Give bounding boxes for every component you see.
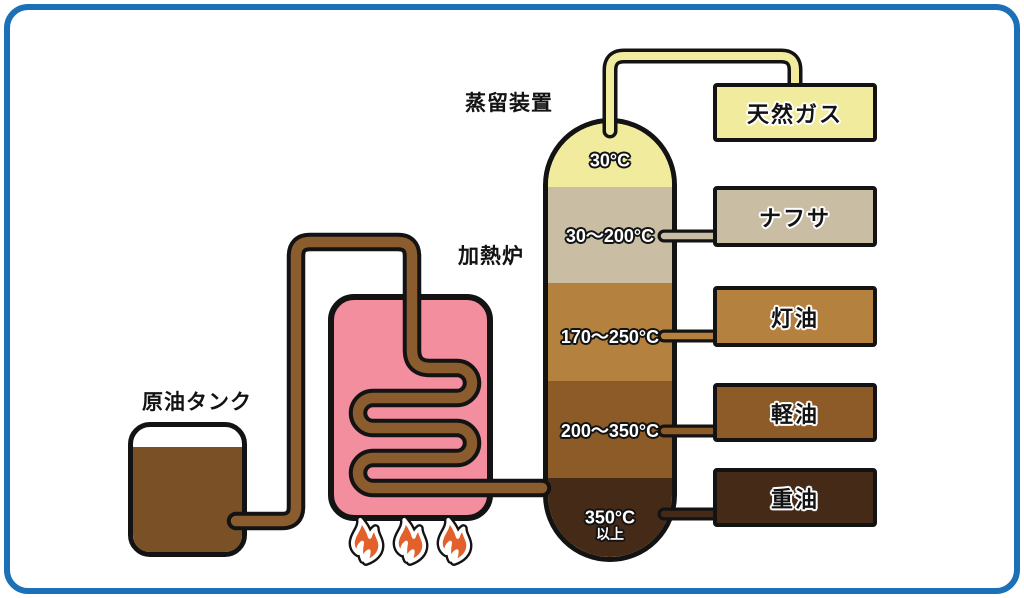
temp-label-170-250c: 170～250°C xyxy=(560,327,660,347)
temp-label-350c: 350°C xyxy=(584,507,636,528)
temp-label-30c: 30°C xyxy=(589,150,631,171)
kerosene-label: 灯油 xyxy=(770,305,819,331)
naphtha-box: ナフサ xyxy=(713,186,877,247)
flame-icon xyxy=(441,520,468,562)
flame-icon xyxy=(397,520,424,562)
flame-icon xyxy=(353,520,380,562)
distillation-unit-label: 蒸留装置 xyxy=(465,92,553,115)
crude-oil-tank-label: 原油タンク xyxy=(142,391,252,414)
heating-furnace xyxy=(328,294,493,521)
column-section-naphtha xyxy=(548,187,672,283)
temp-label-30-200c: 30～200°C xyxy=(565,226,655,246)
crude-oil-fill xyxy=(133,447,242,552)
furnace-label: 加熱炉 xyxy=(458,245,524,268)
column-section-kerosene xyxy=(548,283,672,381)
diesel-box: 軽油 xyxy=(713,383,877,442)
heavy-oil-label: 重油 xyxy=(770,486,819,512)
distillation-column: 30°C 30～200°C 170～250°C 200～350°C 350°C … xyxy=(543,118,677,562)
crude-oil-tank xyxy=(128,422,247,557)
temp-label-350c-note: 以上 xyxy=(596,526,624,542)
kerosene-box: 灯油 xyxy=(713,286,877,347)
heavy-oil-box: 重油 xyxy=(713,468,877,527)
column-section-diesel xyxy=(548,381,672,478)
temp-label-200-350c: 200～350°C xyxy=(560,421,660,441)
natural-gas-label: 天然ガス xyxy=(746,101,843,127)
natural-gas-box: 天然ガス xyxy=(713,83,877,142)
diesel-label: 軽油 xyxy=(770,401,819,427)
naphtha-label: ナフサ xyxy=(758,205,831,231)
